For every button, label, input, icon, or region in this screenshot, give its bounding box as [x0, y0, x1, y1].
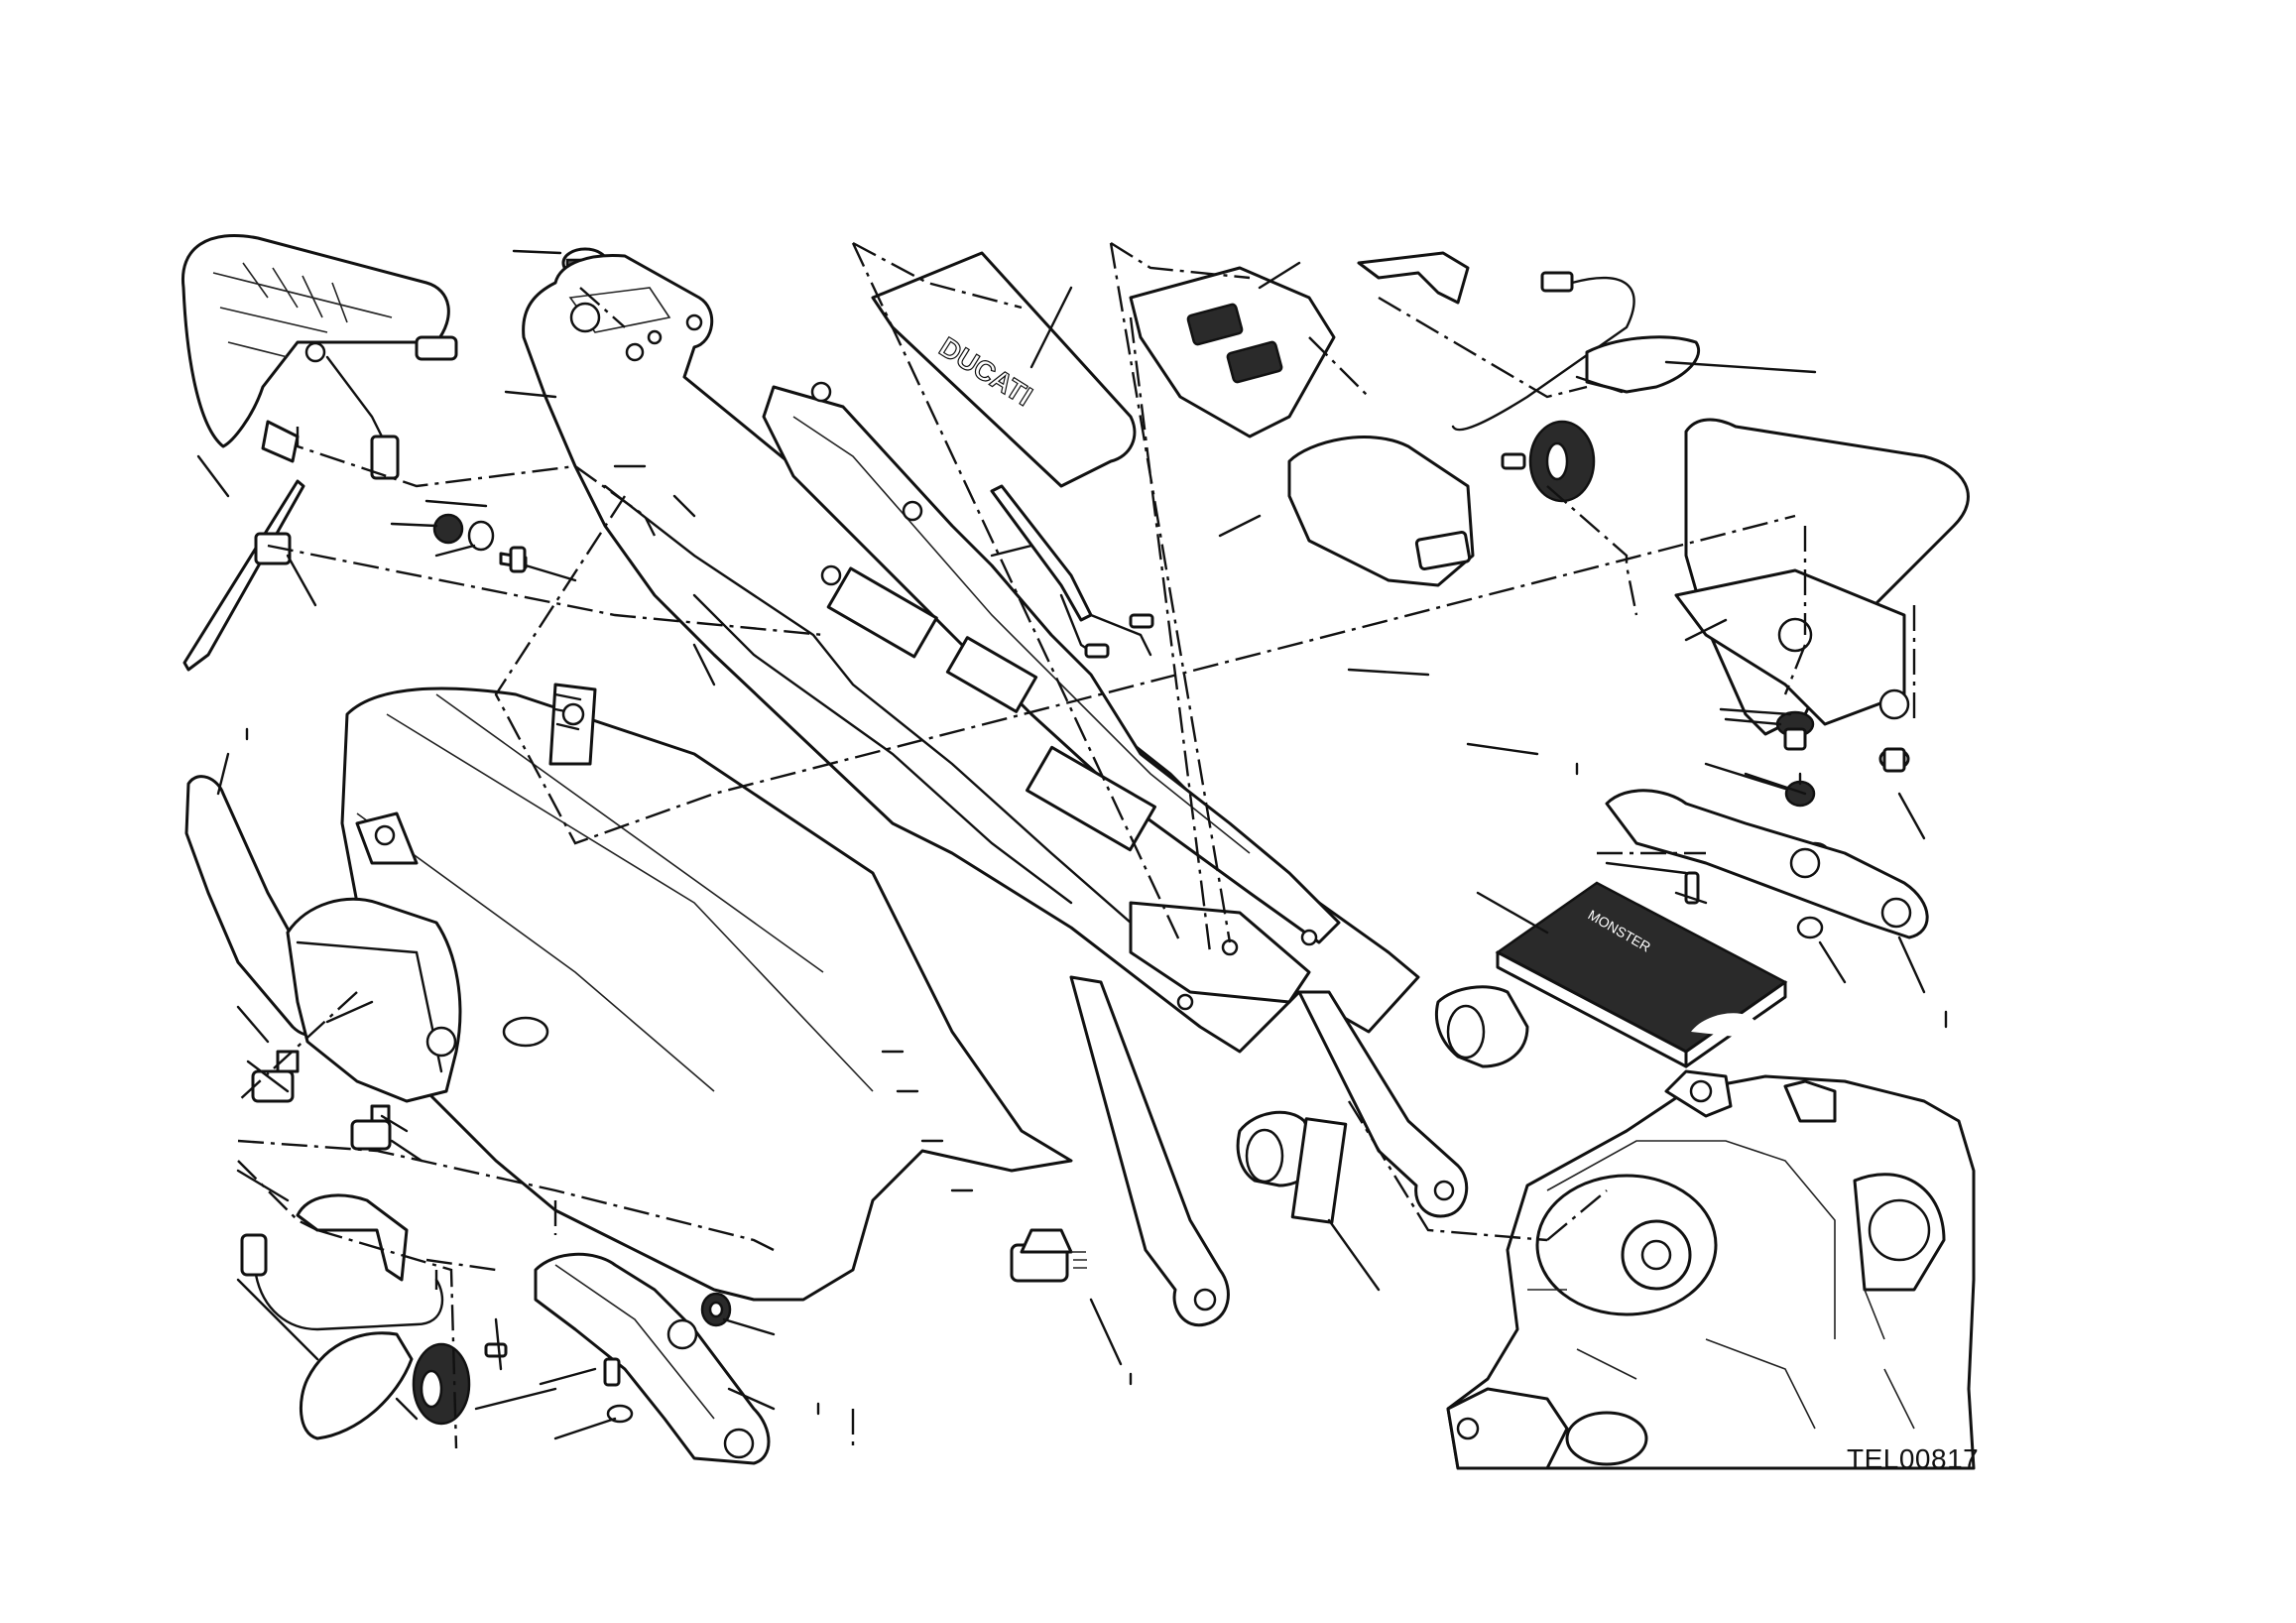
label-sticker [1290, 1117, 1348, 1224]
tail-light [181, 233, 458, 480]
frame-bolt [1010, 1228, 1087, 1283]
owners-manual: MONSTER [1495, 881, 1788, 1068]
electronic-unit-cover [1129, 266, 1336, 438]
callout-leader-lines [196, 261, 1926, 1421]
left-turn-indicator [240, 1193, 508, 1440]
rear-undertray [340, 683, 1073, 1302]
left-side-cover [184, 775, 462, 1103]
drawing-code-label: TEL00817 [1847, 1443, 1980, 1474]
right-side-panel [1674, 418, 1970, 736]
assembly-reference-lines [237, 241, 1916, 1449]
engine-block [1446, 1069, 1976, 1470]
spacer-right [1434, 985, 1529, 1068]
electronic-unit [1287, 436, 1475, 587]
rear-light-bracket [1357, 251, 1470, 305]
right-turn-indicator [1451, 271, 1700, 503]
cable-tie [182, 479, 305, 672]
left-footrest-bracket [534, 1252, 776, 1465]
rear-subframe [522, 253, 1420, 1054]
seat-latch-cable [990, 484, 1154, 659]
corner-tick-marks [245, 727, 1948, 1416]
grommet-washer-screw-set [432, 513, 528, 573]
lower-frame-tubes [1069, 975, 1469, 1327]
right-footrest-bracket [1605, 789, 1929, 994]
